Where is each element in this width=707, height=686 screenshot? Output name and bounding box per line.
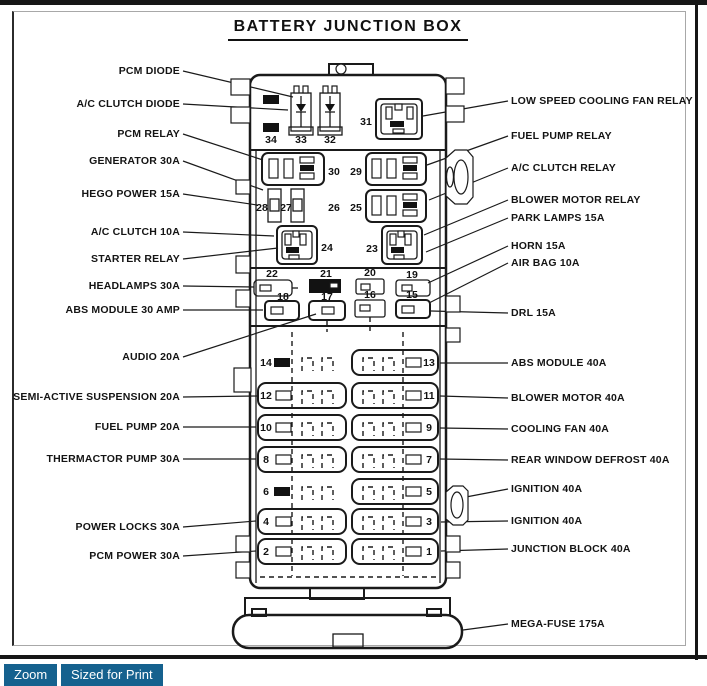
label-generator-30a: GENERATOR 30A: [89, 155, 180, 167]
label-abs-module-40a: ABS MODULE 40A: [511, 357, 607, 369]
label-hego-power-15a: HEGO POWER 15A: [81, 188, 180, 200]
label-starter-relay: STARTER RELAY: [91, 253, 180, 265]
label-mega-fuse-175a: MEGA-FUSE 175A: [511, 618, 605, 630]
label-horn-15a: HORN 15A: [511, 240, 566, 252]
label-rear-window-defrost-40a: REAR WINDOW DEFROST 40A: [511, 454, 670, 466]
label-semi-active-suspension-20a: SEMI-ACTIVE SUSPENSION 20A: [13, 391, 180, 403]
page-right-border: [695, 0, 698, 660]
label-headlamps-30a: HEADLAMPS 30A: [88, 280, 180, 292]
label-audio-20a: AUDIO 20A: [122, 351, 180, 363]
label-park-lamps-15a: PARK LAMPS 15A: [511, 212, 605, 224]
label-fuel-pump-20a: FUEL PUMP 20A: [94, 421, 180, 433]
page-top-border: [0, 0, 707, 5]
label-ignition-40a-2: IGNITION 40A: [511, 515, 583, 527]
label-thermactor-pump-30a: THERMACTOR PUMP 30A: [46, 453, 180, 465]
label-ac-clutch-diode: A/C CLUTCH DIODE: [76, 98, 180, 110]
label-abs-module-30amp: ABS MODULE 30 AMP: [65, 304, 180, 316]
sized-for-print-button[interactable]: Sized for Print: [61, 664, 163, 686]
label-fuel-pump-relay: FUEL PUMP RELAY: [511, 130, 612, 142]
diagram-title-text: BATTERY JUNCTION BOX: [227, 17, 469, 41]
label-blower-motor-relay: BLOWER MOTOR RELAY: [511, 194, 641, 206]
label-pcm-relay: PCM RELAY: [117, 128, 180, 140]
label-power-locks-30a: POWER LOCKS 30A: [75, 521, 180, 533]
label-drl-15a: DRL 15A: [511, 307, 556, 319]
label-pcm-diode: PCM DIODE: [118, 65, 180, 77]
label-ac-clutch-relay: A/C CLUTCH RELAY: [511, 162, 616, 174]
diagram-title: BATTERY JUNCTION BOX: [12, 17, 684, 41]
label-blower-motor-40a: BLOWER MOTOR 40A: [511, 392, 625, 404]
page-bottom-rule: [0, 655, 707, 659]
label-low-speed-cooling-fan-relay: LOW SPEED COOLING FAN RELAY: [511, 95, 693, 107]
label-junction-block-40a: JUNCTION BLOCK 40A: [511, 543, 631, 555]
label-ignition-40a-1: IGNITION 40A: [511, 483, 583, 495]
zoom-button[interactable]: Zoom: [4, 664, 58, 686]
label-air-bag-10a: AIR BAG 10A: [511, 257, 580, 269]
label-cooling-fan-40a: COOLING FAN 40A: [511, 423, 610, 435]
label-ac-clutch-10a: A/C CLUTCH 10A: [90, 226, 180, 238]
label-pcm-power-30a: PCM POWER 30A: [89, 550, 180, 562]
